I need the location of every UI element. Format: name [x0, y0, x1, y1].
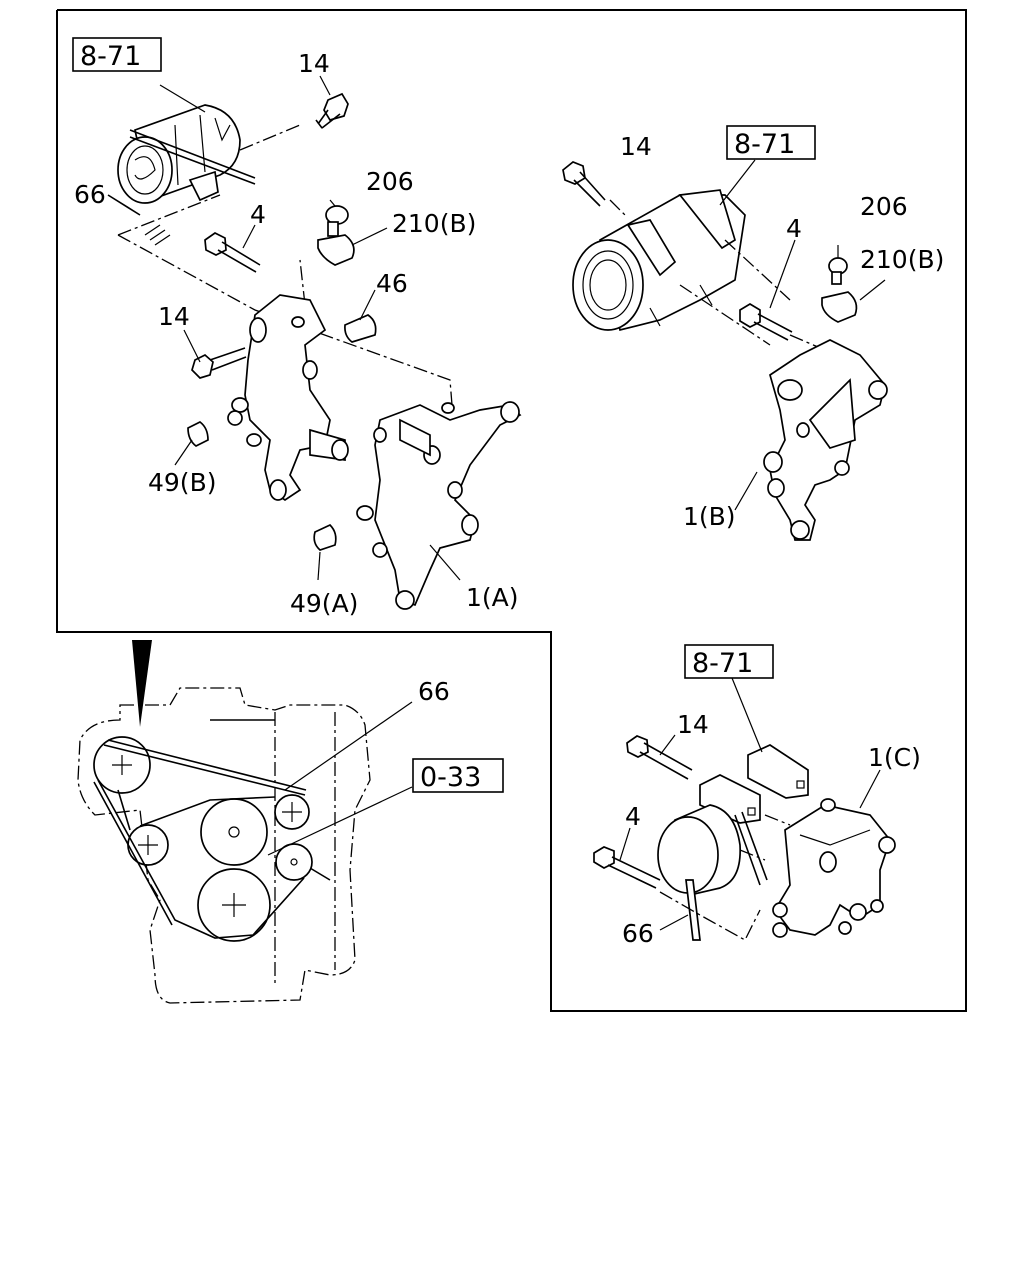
bolt-4-bottom: [593, 846, 661, 889]
ref-8-71: 8-71: [80, 41, 141, 72]
label-1a: 1(A): [466, 583, 519, 612]
label-210b: 210(B): [860, 245, 944, 274]
label-66: 66: [418, 677, 450, 706]
ref-box: [412, 758, 504, 793]
bracket-1a: [356, 401, 522, 610]
ref-0-33: 0-33: [420, 762, 481, 793]
label-49b: 49(B): [148, 468, 216, 497]
panel-frames: [56, 9, 967, 1012]
bolt-14-side: [191, 347, 247, 379]
panel-bottom-left: 66 0-33: [77, 640, 504, 1004]
label-14: 14: [677, 710, 709, 739]
compressor-right: [572, 189, 746, 332]
label-206: 206: [860, 192, 908, 221]
label-66: 66: [74, 180, 106, 209]
label-49a: 49(A): [290, 589, 358, 618]
panel-top-right: 8-71 14 4 206 210(B) 1(B): [562, 125, 944, 541]
bolt-4-right: [739, 303, 793, 341]
label-4: 4: [625, 802, 641, 831]
bolt-14-top: [315, 92, 349, 129]
label-14: 14: [298, 49, 330, 78]
bracket-left-upper: [227, 294, 349, 502]
ref-8-71: 8-71: [734, 129, 795, 160]
pulley-system: [93, 736, 313, 942]
bolt-14-right: [562, 161, 606, 207]
label-66: 66: [622, 919, 654, 948]
direction-arrow: [132, 640, 152, 727]
label-4: 4: [786, 214, 802, 243]
panel-top-left: 8-71 14 66 206 4 210(B) 46 14 49(B) 49(A…: [72, 37, 522, 618]
label-206: 206: [366, 167, 414, 196]
label-46: 46: [376, 269, 408, 298]
label-210b: 210(B): [392, 209, 476, 238]
pulley-bottom: [657, 804, 768, 941]
label-1c: 1(C): [868, 743, 921, 772]
ref-8-71: 8-71: [692, 648, 753, 679]
bracket-1c: [772, 798, 896, 938]
bracket-1b: [763, 339, 888, 541]
ref-box: [684, 644, 774, 679]
pin-206: [325, 205, 349, 237]
label-1b: 1(B): [683, 502, 736, 531]
bolt-4-left: [204, 232, 261, 273]
label-14-side: 14: [158, 302, 190, 331]
label-4: 4: [250, 200, 266, 229]
label-14: 14: [620, 132, 652, 161]
compressor-left: [117, 104, 256, 204]
panel-bottom-right: 8-71 14 1(C) 4 66: [593, 644, 921, 948]
ref-box: [726, 125, 816, 160]
ref-box: [72, 37, 162, 72]
bolt-14-bottom: [626, 735, 693, 780]
